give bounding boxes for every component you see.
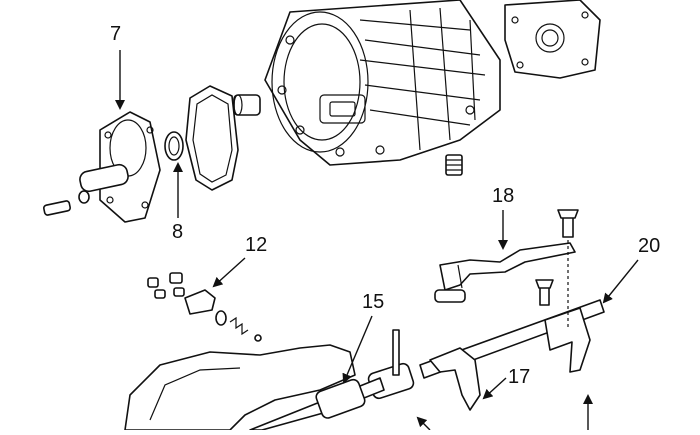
shift-fork-17 (367, 347, 481, 411)
gasket (185, 85, 239, 191)
rail-bolt-2 (535, 279, 554, 306)
callout-12: 12 (245, 234, 268, 256)
callout-17: 17 (508, 366, 531, 388)
bellhousing-case (264, 0, 501, 166)
leader-20 (602, 259, 639, 304)
front-bearing-retainer (79, 111, 161, 223)
lower-case (124, 344, 356, 431)
rail-bolt (557, 209, 579, 238)
adapter-housing (504, 0, 601, 79)
leader-bottom-2 (416, 416, 431, 431)
callout-18: 18 (492, 185, 515, 207)
drain-plug (445, 154, 463, 176)
leader-12 (212, 257, 246, 288)
callout-15: 15 (362, 291, 385, 313)
detent-nuts (147, 272, 185, 299)
leader-15 (342, 315, 373, 384)
retainer-bolt (43, 190, 90, 216)
callout-7: 7 (110, 23, 122, 45)
leader-17 (482, 377, 507, 400)
detent-plunger-housing (184, 289, 262, 342)
leader-lines (115, 50, 639, 431)
callout-20: 20 (638, 235, 661, 257)
shift-rail-18 (434, 242, 576, 303)
bushing (233, 94, 261, 116)
callout-8: 8 (172, 221, 184, 243)
oil-seal (164, 131, 184, 161)
